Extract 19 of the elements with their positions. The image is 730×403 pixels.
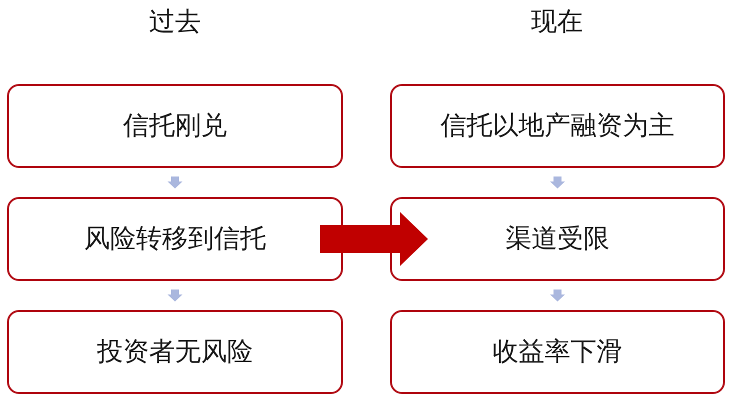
block-arrow xyxy=(550,290,565,302)
block-arrow xyxy=(168,176,182,188)
process-box xyxy=(390,84,725,168)
large-block-arrow xyxy=(320,212,428,266)
column-heading: 现在 xyxy=(531,6,583,38)
process-box xyxy=(7,197,343,281)
block-arrow xyxy=(550,176,565,188)
column-heading: 过去 xyxy=(149,6,201,38)
box-label: 投资者无风险 xyxy=(97,336,253,368)
process-box xyxy=(390,197,725,281)
block-arrow xyxy=(168,290,182,302)
box-label: 收益率下滑 xyxy=(492,336,622,368)
process-box xyxy=(7,310,343,394)
process-box xyxy=(7,84,343,168)
box-label: 信托以地产融资为主 xyxy=(440,110,674,142)
box-label: 信托刚兑 xyxy=(123,110,227,142)
box-label: 风险转移到信托 xyxy=(84,223,266,255)
box-label: 渠道受限 xyxy=(506,223,610,255)
process-box xyxy=(390,310,725,394)
